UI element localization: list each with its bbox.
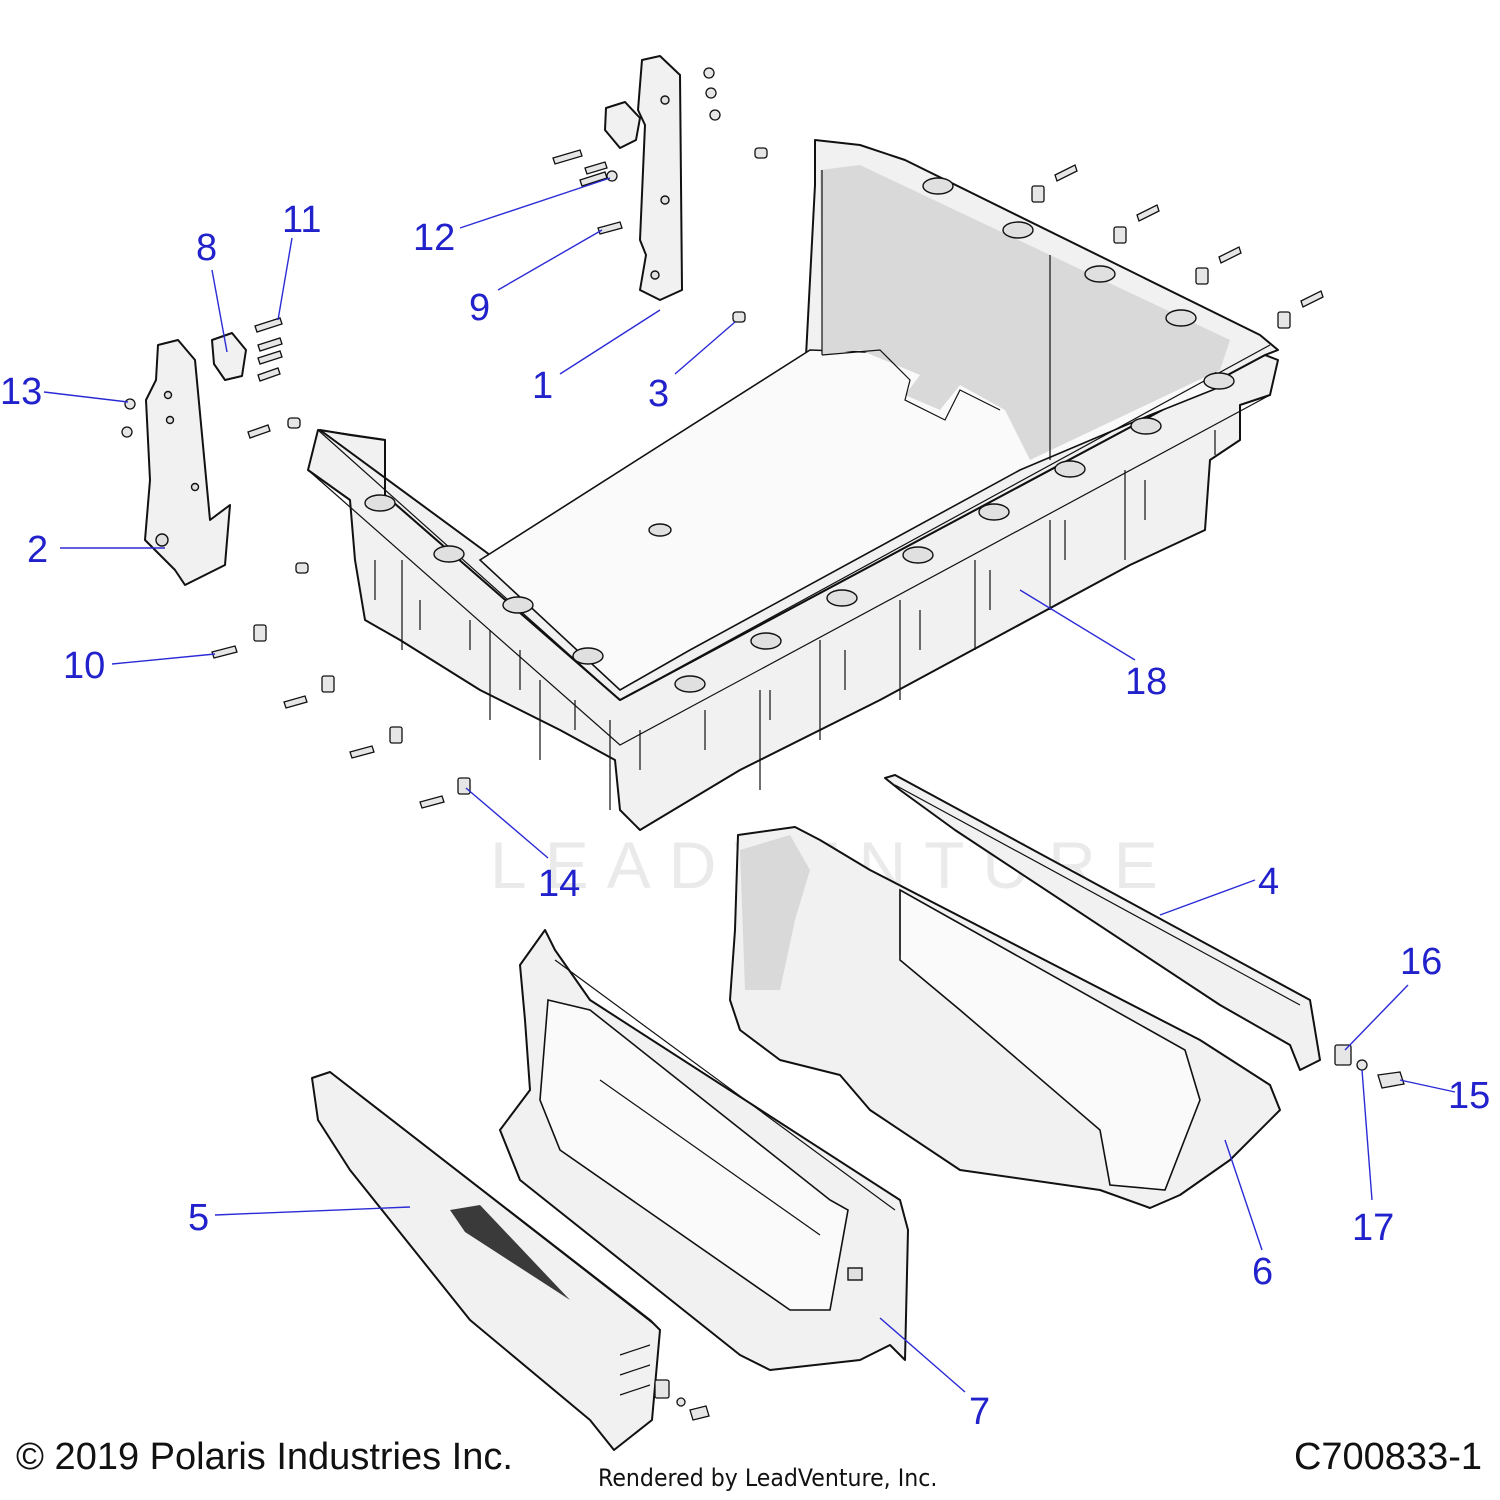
part-18-cargo-box[interactable] [307,139,1279,831]
callout-6[interactable]: 6 [1252,1251,1273,1293]
part-1-right-mount-plate[interactable] [637,55,683,301]
part-5-tailgate-outer[interactable] [311,1071,661,1451]
callout-4[interactable]: 4 [1258,861,1279,903]
callout-8[interactable]: 8 [196,227,217,269]
callout-13[interactable]: 13 [0,371,42,413]
callout-11[interactable]: 11 [282,199,321,241]
callout-18[interactable]: 18 [1125,661,1167,703]
part-2-left-mount-plate[interactable] [144,339,231,586]
callout-2[interactable]: 2 [27,529,48,571]
leader-lines [43,177,1456,1393]
callout-12[interactable]: 12 [413,217,455,259]
rendered-by-text: Rendered by LeadVenture, Inc. [598,1464,938,1492]
part-8-hinge-left[interactable] [211,332,247,381]
part-6-tailgate-frame[interactable] [729,826,1281,1209]
part-8-hinge-right[interactable] [604,101,641,149]
callout-17[interactable]: 17 [1352,1207,1394,1249]
callout-3[interactable]: 3 [648,373,669,415]
part-4-side-rail[interactable] [884,774,1321,1071]
diagram-code: C700833-1 [1293,1436,1482,1478]
callout-15[interactable]: 15 [1448,1075,1490,1117]
callout-9[interactable]: 9 [469,287,490,329]
callout-5[interactable]: 5 [188,1197,209,1239]
callout-10[interactable]: 10 [63,645,105,687]
callout-16[interactable]: 16 [1400,941,1442,983]
callouts: 1 2 3 4 5 6 7 8 9 10 11 12 13 14 15 16 1… [0,199,1490,1433]
part-7-tailgate-inner[interactable] [499,929,909,1371]
copyright-text: © 2019 Polaris Industries Inc. [16,1436,513,1478]
callout-1[interactable]: 1 [532,365,553,407]
callout-7[interactable]: 7 [969,1391,990,1433]
callout-14[interactable]: 14 [538,863,580,905]
